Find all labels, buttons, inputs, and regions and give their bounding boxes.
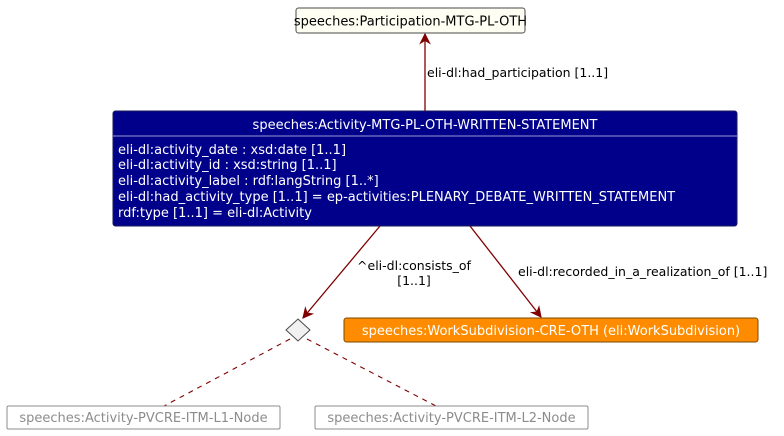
node-activity-attributes: eli-dl:activity_date : xsd:date [1..1] e… <box>118 143 675 221</box>
node-participation[interactable]: speeches:Participation-MTG-PL-OTH <box>294 7 527 34</box>
edge-label-had-participation: eli-dl:had_participation [1..1] <box>427 65 608 80</box>
choice-diamond[interactable] <box>285 318 311 342</box>
attribute-row: eli-dl:activity_date : xsd:date [1..1] <box>118 143 346 158</box>
edge-consists-of: ^eli-dl:consists_of [1..1] <box>302 225 472 319</box>
node-l1[interactable]: speeches:Activity-PVCRE-ITM-L1-Node <box>6 405 281 430</box>
node-work-subdivision-label: speeches:WorkSubdivision-CRE-OTH (eli:Wo… <box>362 324 740 339</box>
edge-label-recorded-in: eli-dl:recorded_in_a_realization_of [1..… <box>518 264 767 279</box>
node-participation-label: speeches:Participation-MTG-PL-OTH <box>294 15 527 30</box>
edge-choice-to-l2 <box>306 338 437 407</box>
attribute-row: eli-dl:activity_id : xsd:string [1..1] <box>118 158 337 173</box>
edge-label-consists-of-multiplicity: [1..1] <box>397 273 431 288</box>
node-activity[interactable]: speeches:Activity-MTG-PL-OTH-WRITTEN-STA… <box>112 110 738 227</box>
node-l2[interactable]: speeches:Activity-PVCRE-ITM-L2-Node <box>314 405 589 430</box>
edge-recorded-in-realization: eli-dl:recorded_in_a_realization_of [1..… <box>469 225 767 318</box>
edge-had-participation: eli-dl:had_participation [1..1] <box>419 32 608 111</box>
node-activity-title: speeches:Activity-MTG-PL-OTH-WRITTEN-STA… <box>253 118 598 133</box>
attribute-row: rdf:type [1..1] = eli-dl:Activity <box>118 206 312 221</box>
node-l2-label: speeches:Activity-PVCRE-ITM-L2-Node <box>327 411 575 426</box>
node-work-subdivision[interactable]: speeches:WorkSubdivision-CRE-OTH (eli:Wo… <box>343 317 759 343</box>
attribute-row: eli-dl:activity_label : rdf:langString [… <box>118 174 379 189</box>
edge-label-consists-of: ^eli-dl:consists_of <box>357 258 471 273</box>
attribute-row: eli-dl:had_activity_type [1..1] = ep-act… <box>118 190 675 205</box>
node-l1-label: speeches:Activity-PVCRE-ITM-L1-Node <box>19 411 267 426</box>
edge-choice-to-l1 <box>163 338 291 407</box>
